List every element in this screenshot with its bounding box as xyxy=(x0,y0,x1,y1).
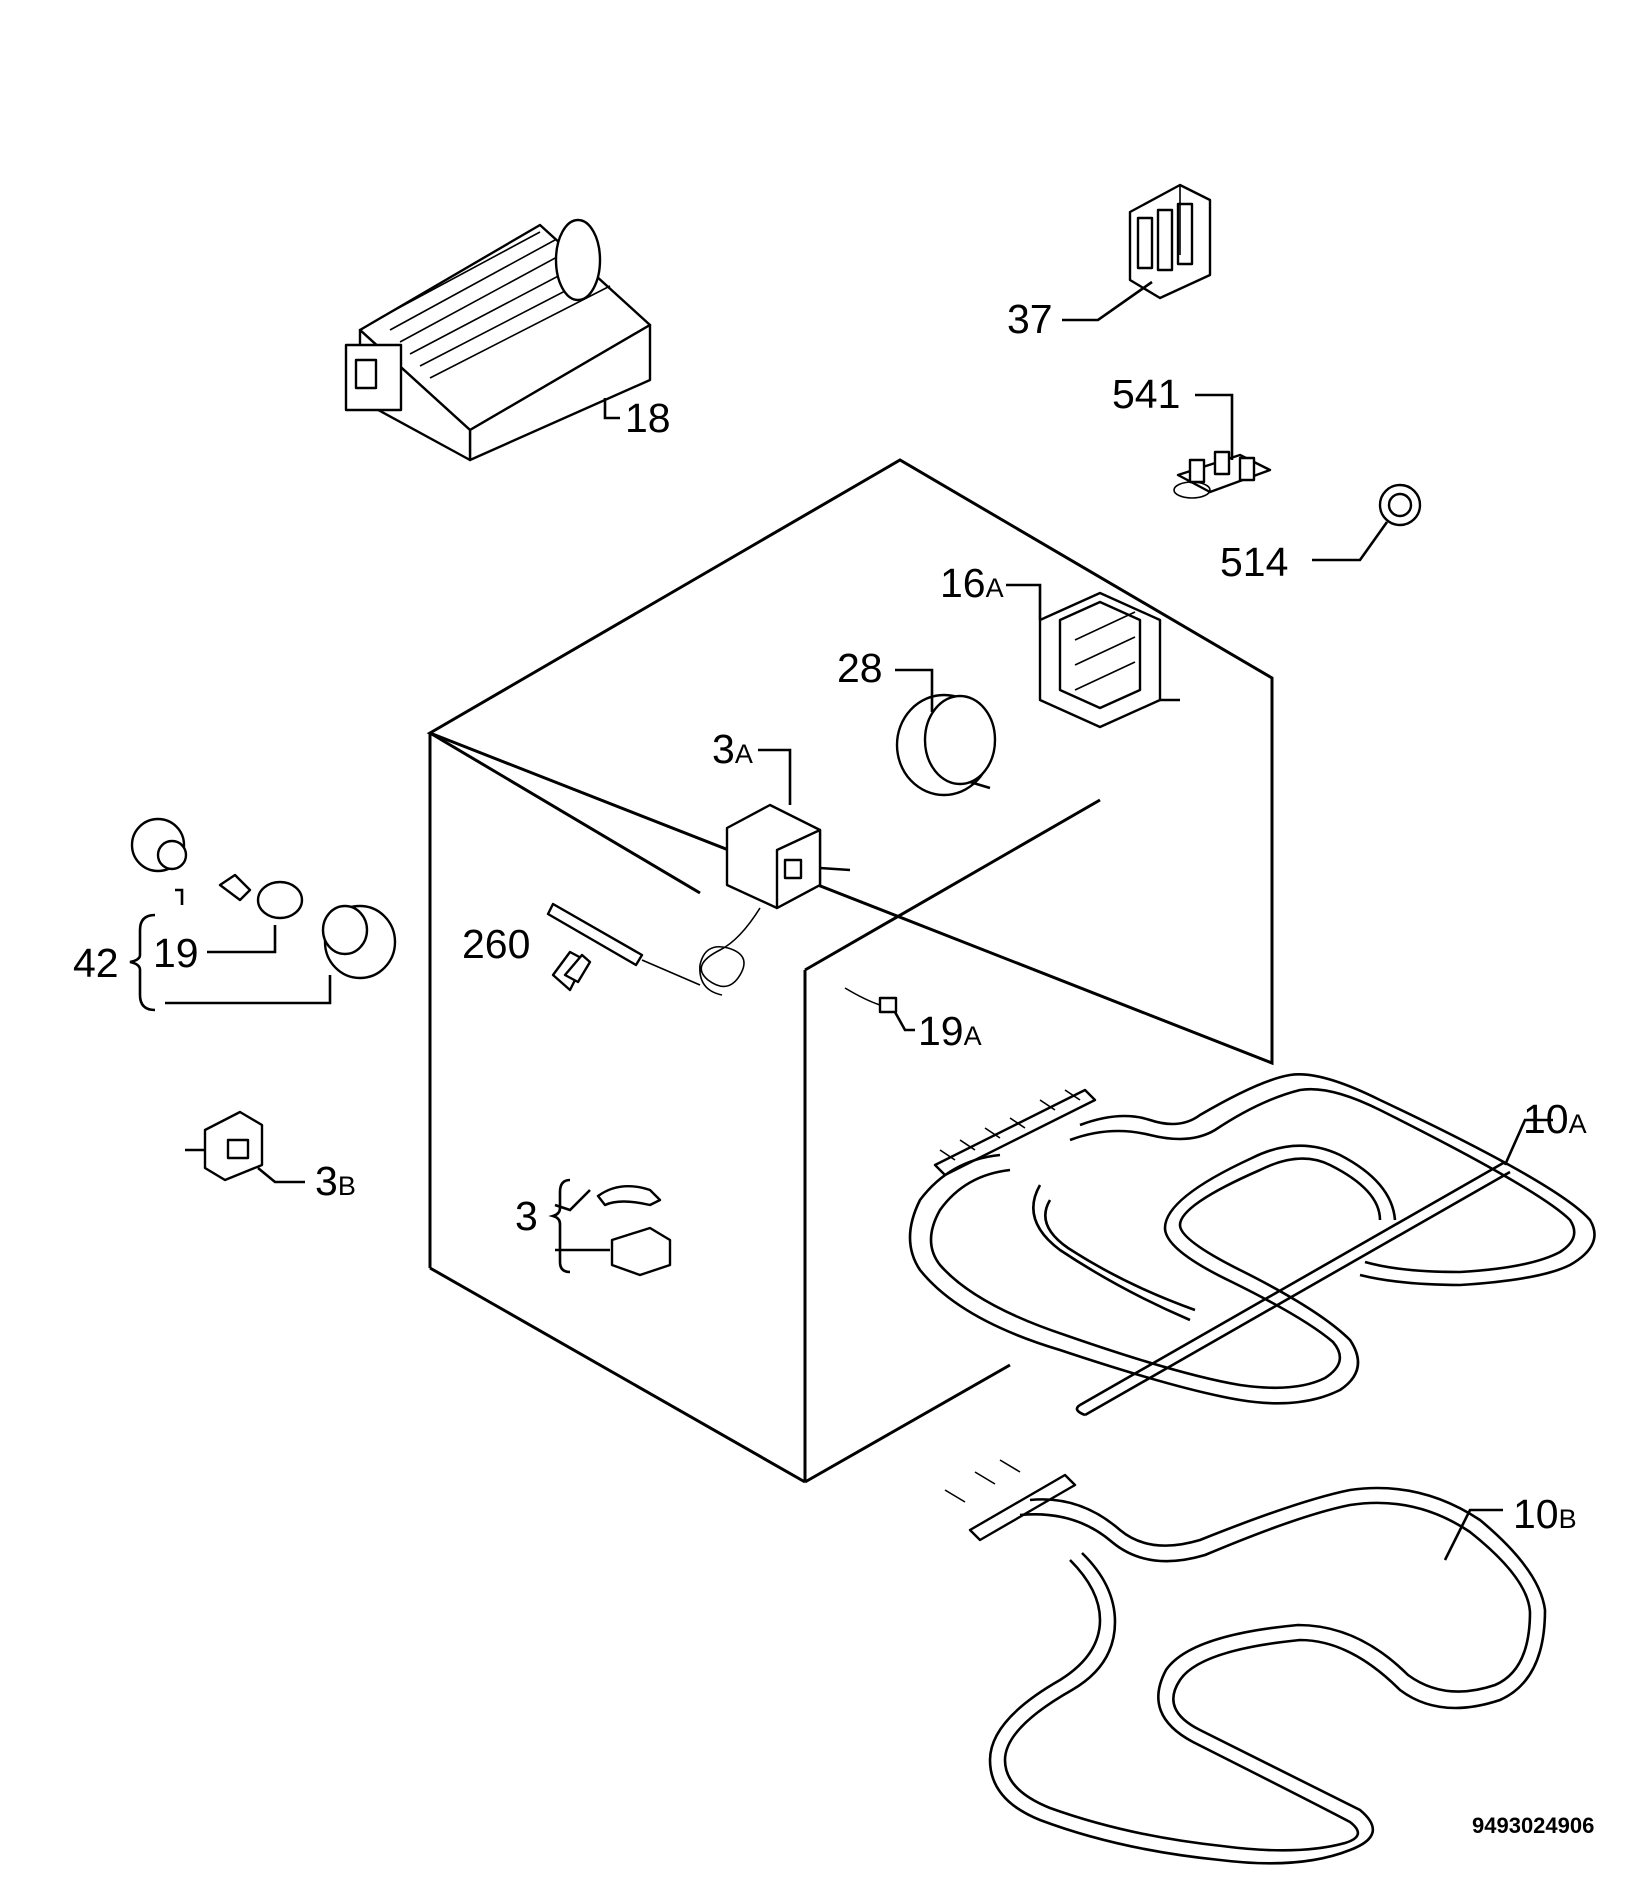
label-3: 3 xyxy=(515,1193,538,1239)
thermal-cutout-part-3b xyxy=(185,1110,305,1184)
label-16a: 16A xyxy=(940,560,1004,606)
timer-motor-part-28 xyxy=(895,668,997,797)
label-42: 42 xyxy=(73,940,119,986)
label-541: 541 xyxy=(1112,371,1180,417)
thermostat-part-3a xyxy=(546,748,851,996)
label-3b: 3B xyxy=(315,1158,356,1204)
label-19: 19 xyxy=(153,930,199,976)
label-260: 260 xyxy=(462,921,530,967)
tangential-fan-part-18 xyxy=(344,218,652,462)
part-labels: 18 37 541 514 16A 28 3A 42 19 260 19A 10… xyxy=(73,296,1594,1838)
lamp-socket-part-514 xyxy=(1312,483,1422,562)
grill-element-part-10a xyxy=(908,1073,1596,1417)
sensor-part-19a xyxy=(844,987,915,1032)
terminal-strip-part-541 xyxy=(1173,393,1272,499)
bottom-element-part-10b xyxy=(944,1459,1547,1865)
label-28: 28 xyxy=(837,645,883,691)
label-19a: 19A xyxy=(918,1008,982,1054)
selector-switch-part-16a xyxy=(1006,583,1180,729)
label-37: 37 xyxy=(1007,296,1053,342)
label-10a: 10A xyxy=(1523,1096,1587,1142)
label-3a: 3A xyxy=(712,726,753,772)
label-514: 514 xyxy=(1220,539,1288,585)
thermostat-pair-part-3 xyxy=(548,1178,672,1277)
document-number: 9493024906 xyxy=(1472,1813,1594,1838)
lamp-assembly-part-42 xyxy=(129,817,397,1012)
oven-cabinet xyxy=(426,458,1274,1484)
clip-part-260 xyxy=(551,950,592,992)
label-18: 18 xyxy=(625,395,671,441)
label-10b: 10B xyxy=(1513,1491,1577,1537)
connector-block-part-37 xyxy=(1062,183,1212,322)
